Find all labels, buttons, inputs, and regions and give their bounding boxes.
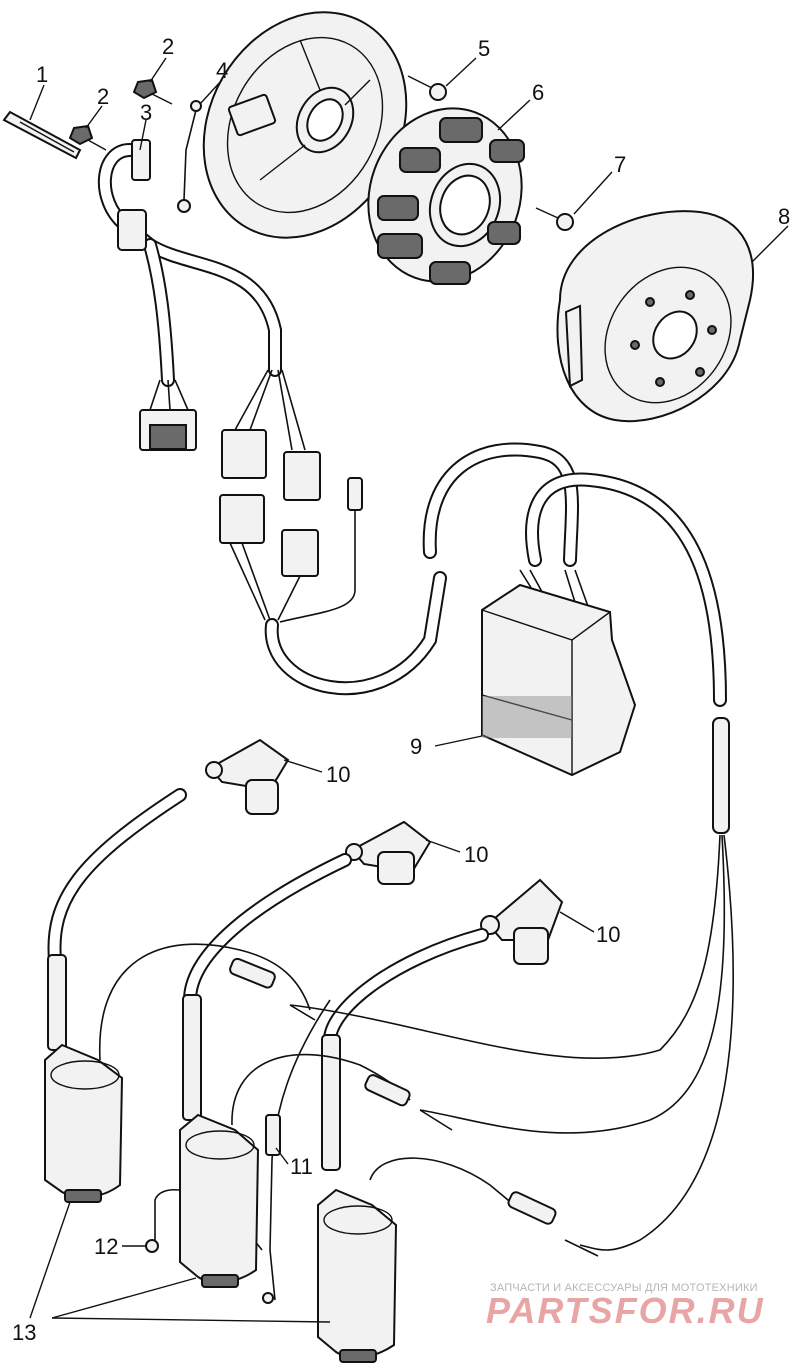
inline-connector-wire [262, 999, 331, 1304]
flywheel [556, 210, 754, 423]
ignition-coil-2 [179, 1113, 260, 1288]
wiring-harness [97, 139, 282, 387]
callout-9: 9 [410, 734, 422, 759]
bolt-lower [535, 207, 574, 231]
callout-5: 5 [478, 36, 490, 61]
ignition-coil-1 [44, 1043, 124, 1203]
callout-6: 6 [532, 80, 544, 105]
spark-plug-cap-3 [480, 878, 564, 965]
callout-3: 3 [140, 100, 152, 125]
callout-2a: 2 [97, 84, 109, 109]
callout-13: 13 [12, 1320, 36, 1345]
spark-plug-cap-1 [205, 738, 290, 815]
callout-8: 8 [778, 204, 790, 229]
connector-pair-lower [219, 477, 363, 623]
callout-4: 4 [216, 58, 228, 83]
connector-pair-upper [221, 369, 321, 501]
callout-11: 11 [290, 1154, 313, 1179]
primary-wires [99, 834, 734, 1257]
callout-1: 1 [36, 62, 48, 87]
bolt-upper [407, 75, 447, 101]
cable-tie [2, 110, 82, 160]
callout-10a: 10 [326, 762, 350, 787]
leader-lines [29, 57, 789, 1323]
screw-top [132, 78, 173, 105]
stator-coil-assembly [367, 107, 525, 285]
cdi-box [481, 569, 637, 777]
callout-labels: 1 2 2 3 4 5 6 7 8 9 10 10 10 11 12 13 [12, 34, 790, 1345]
callout-7: 7 [614, 152, 626, 177]
high-tension-leads [47, 788, 489, 1171]
callout-10b: 10 [464, 842, 488, 867]
callout-12: 12 [94, 1234, 118, 1259]
spark-plug-cap-2 [345, 820, 432, 885]
watermark-brand: PARTSFOR.RU [486, 1290, 765, 1331]
connector-4-pin [139, 379, 197, 451]
watermark-caption: ЗАПЧАСТИ И АКСЕССУАРЫ ДЛЯ МОТОТЕХНИКИ [490, 1282, 758, 1294]
ground-wire [177, 100, 202, 213]
callout-10c: 10 [596, 922, 620, 947]
screw-left [68, 124, 107, 151]
harness-tube-to-cdi [264, 442, 730, 834]
stator-plate [202, 11, 408, 239]
callout-2b: 2 [162, 34, 174, 59]
ignition-coil-3 [317, 1188, 398, 1363]
